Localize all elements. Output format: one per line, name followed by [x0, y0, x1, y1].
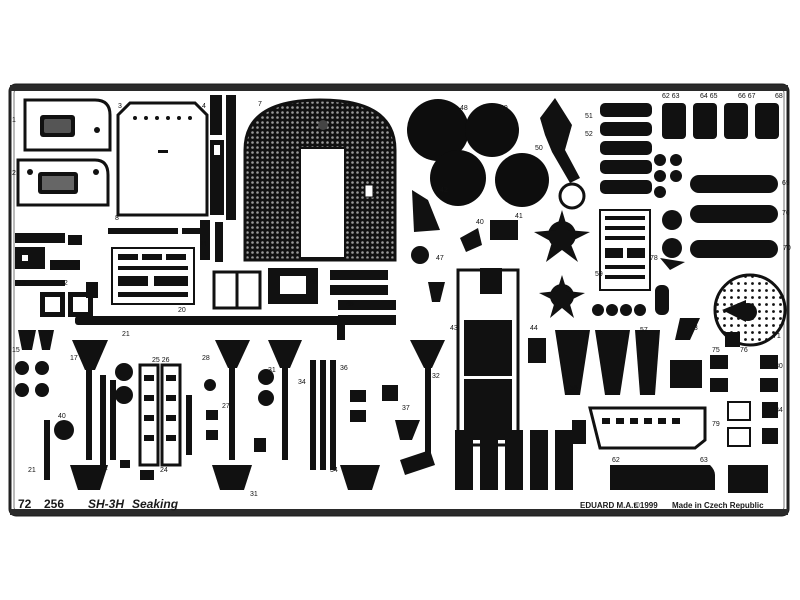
- svg-text:68: 68: [775, 93, 783, 100]
- svg-text:36: 36: [340, 365, 348, 372]
- seat-back-parts: [600, 103, 779, 194]
- svg-text:43: 43: [450, 325, 458, 332]
- svg-text:52: 52: [585, 131, 593, 138]
- svg-text:57: 57: [640, 327, 648, 334]
- svg-text:3: 3: [118, 103, 122, 110]
- svg-text:47: 47: [436, 255, 444, 262]
- catalog-number: 256: [44, 497, 64, 511]
- console-part-9: [111, 247, 195, 305]
- svg-text:50: 50: [535, 145, 543, 152]
- pedal-parts-21: [70, 340, 445, 490]
- svg-text:34: 34: [298, 379, 306, 386]
- svg-text:80: 80: [775, 363, 783, 370]
- svg-text:31: 31: [268, 367, 276, 374]
- svg-text:79: 79: [712, 421, 720, 428]
- vertical-strip-parts: [210, 95, 236, 220]
- svg-text:25 26: 25 26: [152, 357, 170, 364]
- origin-text: Made in Czech Republic: [672, 501, 764, 510]
- bottom-panel-parts: [455, 430, 768, 493]
- svg-text:59: 59: [595, 271, 603, 278]
- svg-text:78: 78: [650, 255, 658, 262]
- mesh-floor-part-7: [243, 98, 397, 262]
- strip-bracket-part: [588, 406, 707, 450]
- svg-text:4: 4: [202, 103, 206, 110]
- svg-text:37: 37: [402, 405, 410, 412]
- svg-text:70: 70: [782, 210, 790, 217]
- tank-parts: [662, 175, 778, 258]
- svg-text:84: 84: [775, 407, 783, 414]
- grid-bar-parts: [330, 270, 396, 325]
- svg-text:75: 75: [712, 347, 720, 354]
- maker-text: EDUARD M.A.t.: [580, 501, 638, 510]
- svg-text:7: 7: [258, 101, 262, 108]
- model-nickname: Seaking: [132, 497, 179, 511]
- svg-text:21: 21: [122, 331, 130, 338]
- knob-parts: [654, 154, 682, 198]
- svg-text:49: 49: [500, 105, 508, 112]
- svg-text:17: 17: [70, 355, 78, 362]
- svg-text:62 63: 62 63: [662, 93, 680, 100]
- comb-parts-left: [15, 233, 93, 317]
- svg-text:63: 63: [700, 457, 708, 464]
- rotor-star-part: [534, 210, 590, 318]
- instrument-panel-part-58: [599, 209, 651, 291]
- svg-text:11: 11: [200, 241, 207, 248]
- svg-text:40: 40: [476, 219, 484, 226]
- svg-text:41: 41: [515, 213, 523, 220]
- svg-text:62: 62: [612, 457, 620, 464]
- small-round-parts-left: [15, 361, 274, 440]
- fret-caption: 72 256 SH-3H Seaking EDUARD M.A.t. ©1999…: [18, 497, 764, 511]
- door-frame-part-42: [456, 268, 520, 447]
- svg-text:32: 32: [432, 373, 440, 380]
- svg-text:22: 22: [100, 465, 108, 472]
- svg-text:34: 34: [330, 467, 338, 474]
- svg-text:44: 44: [530, 325, 538, 332]
- svg-text:13: 13: [18, 280, 26, 287]
- rail-part-8: [108, 220, 223, 262]
- svg-text:45: 45: [310, 279, 318, 286]
- svg-text:27: 27: [222, 403, 230, 410]
- svg-text:8: 8: [115, 215, 119, 222]
- svg-text:21: 21: [28, 467, 36, 474]
- svg-text:70: 70: [783, 245, 791, 252]
- model-name: SH-3H: [88, 497, 124, 511]
- round-disc-parts: [407, 99, 549, 207]
- svg-text:45: 45: [346, 301, 354, 308]
- svg-text:64 65: 64 65: [700, 93, 718, 100]
- svg-text:69: 69: [782, 180, 790, 187]
- bracket-part-50: [540, 98, 586, 210]
- svg-text:56: 56: [570, 385, 578, 392]
- svg-text:20: 20: [178, 307, 186, 314]
- hinge-parts: [212, 268, 318, 310]
- svg-text:15: 15: [12, 347, 20, 354]
- svg-text:12: 12: [60, 280, 68, 287]
- gauge-cluster-parts: [710, 355, 778, 447]
- panel-part-2: [16, 158, 110, 207]
- circular-dot-plate-part-71: [713, 273, 787, 347]
- svg-text:42: 42: [440, 187, 448, 194]
- svg-text:24: 24: [160, 467, 168, 474]
- svg-text:76: 76: [740, 347, 748, 354]
- svg-text:73: 73: [690, 325, 698, 332]
- copyright-text: ©1999: [634, 501, 658, 510]
- svg-text:31: 31: [250, 491, 258, 498]
- panel-part-1: [23, 98, 112, 152]
- svg-text:2: 2: [12, 170, 16, 177]
- svg-text:28: 28: [202, 355, 210, 362]
- small-misc-parts: [18, 190, 740, 480]
- catalog-prefix: 72: [18, 497, 32, 511]
- svg-text:40: 40: [58, 413, 66, 420]
- svg-text:71: 71: [773, 333, 781, 340]
- panel-part-3: [116, 101, 209, 217]
- svg-text:1: 1: [12, 117, 16, 124]
- svg-text:51: 51: [585, 113, 593, 120]
- seat-frame-parts: [555, 330, 702, 395]
- long-strip-part-20: [75, 316, 345, 340]
- svg-text:66 67: 66 67: [738, 93, 756, 100]
- ladder-parts: [138, 363, 182, 467]
- rod-parts: [44, 360, 336, 480]
- svg-text:48: 48: [460, 105, 468, 112]
